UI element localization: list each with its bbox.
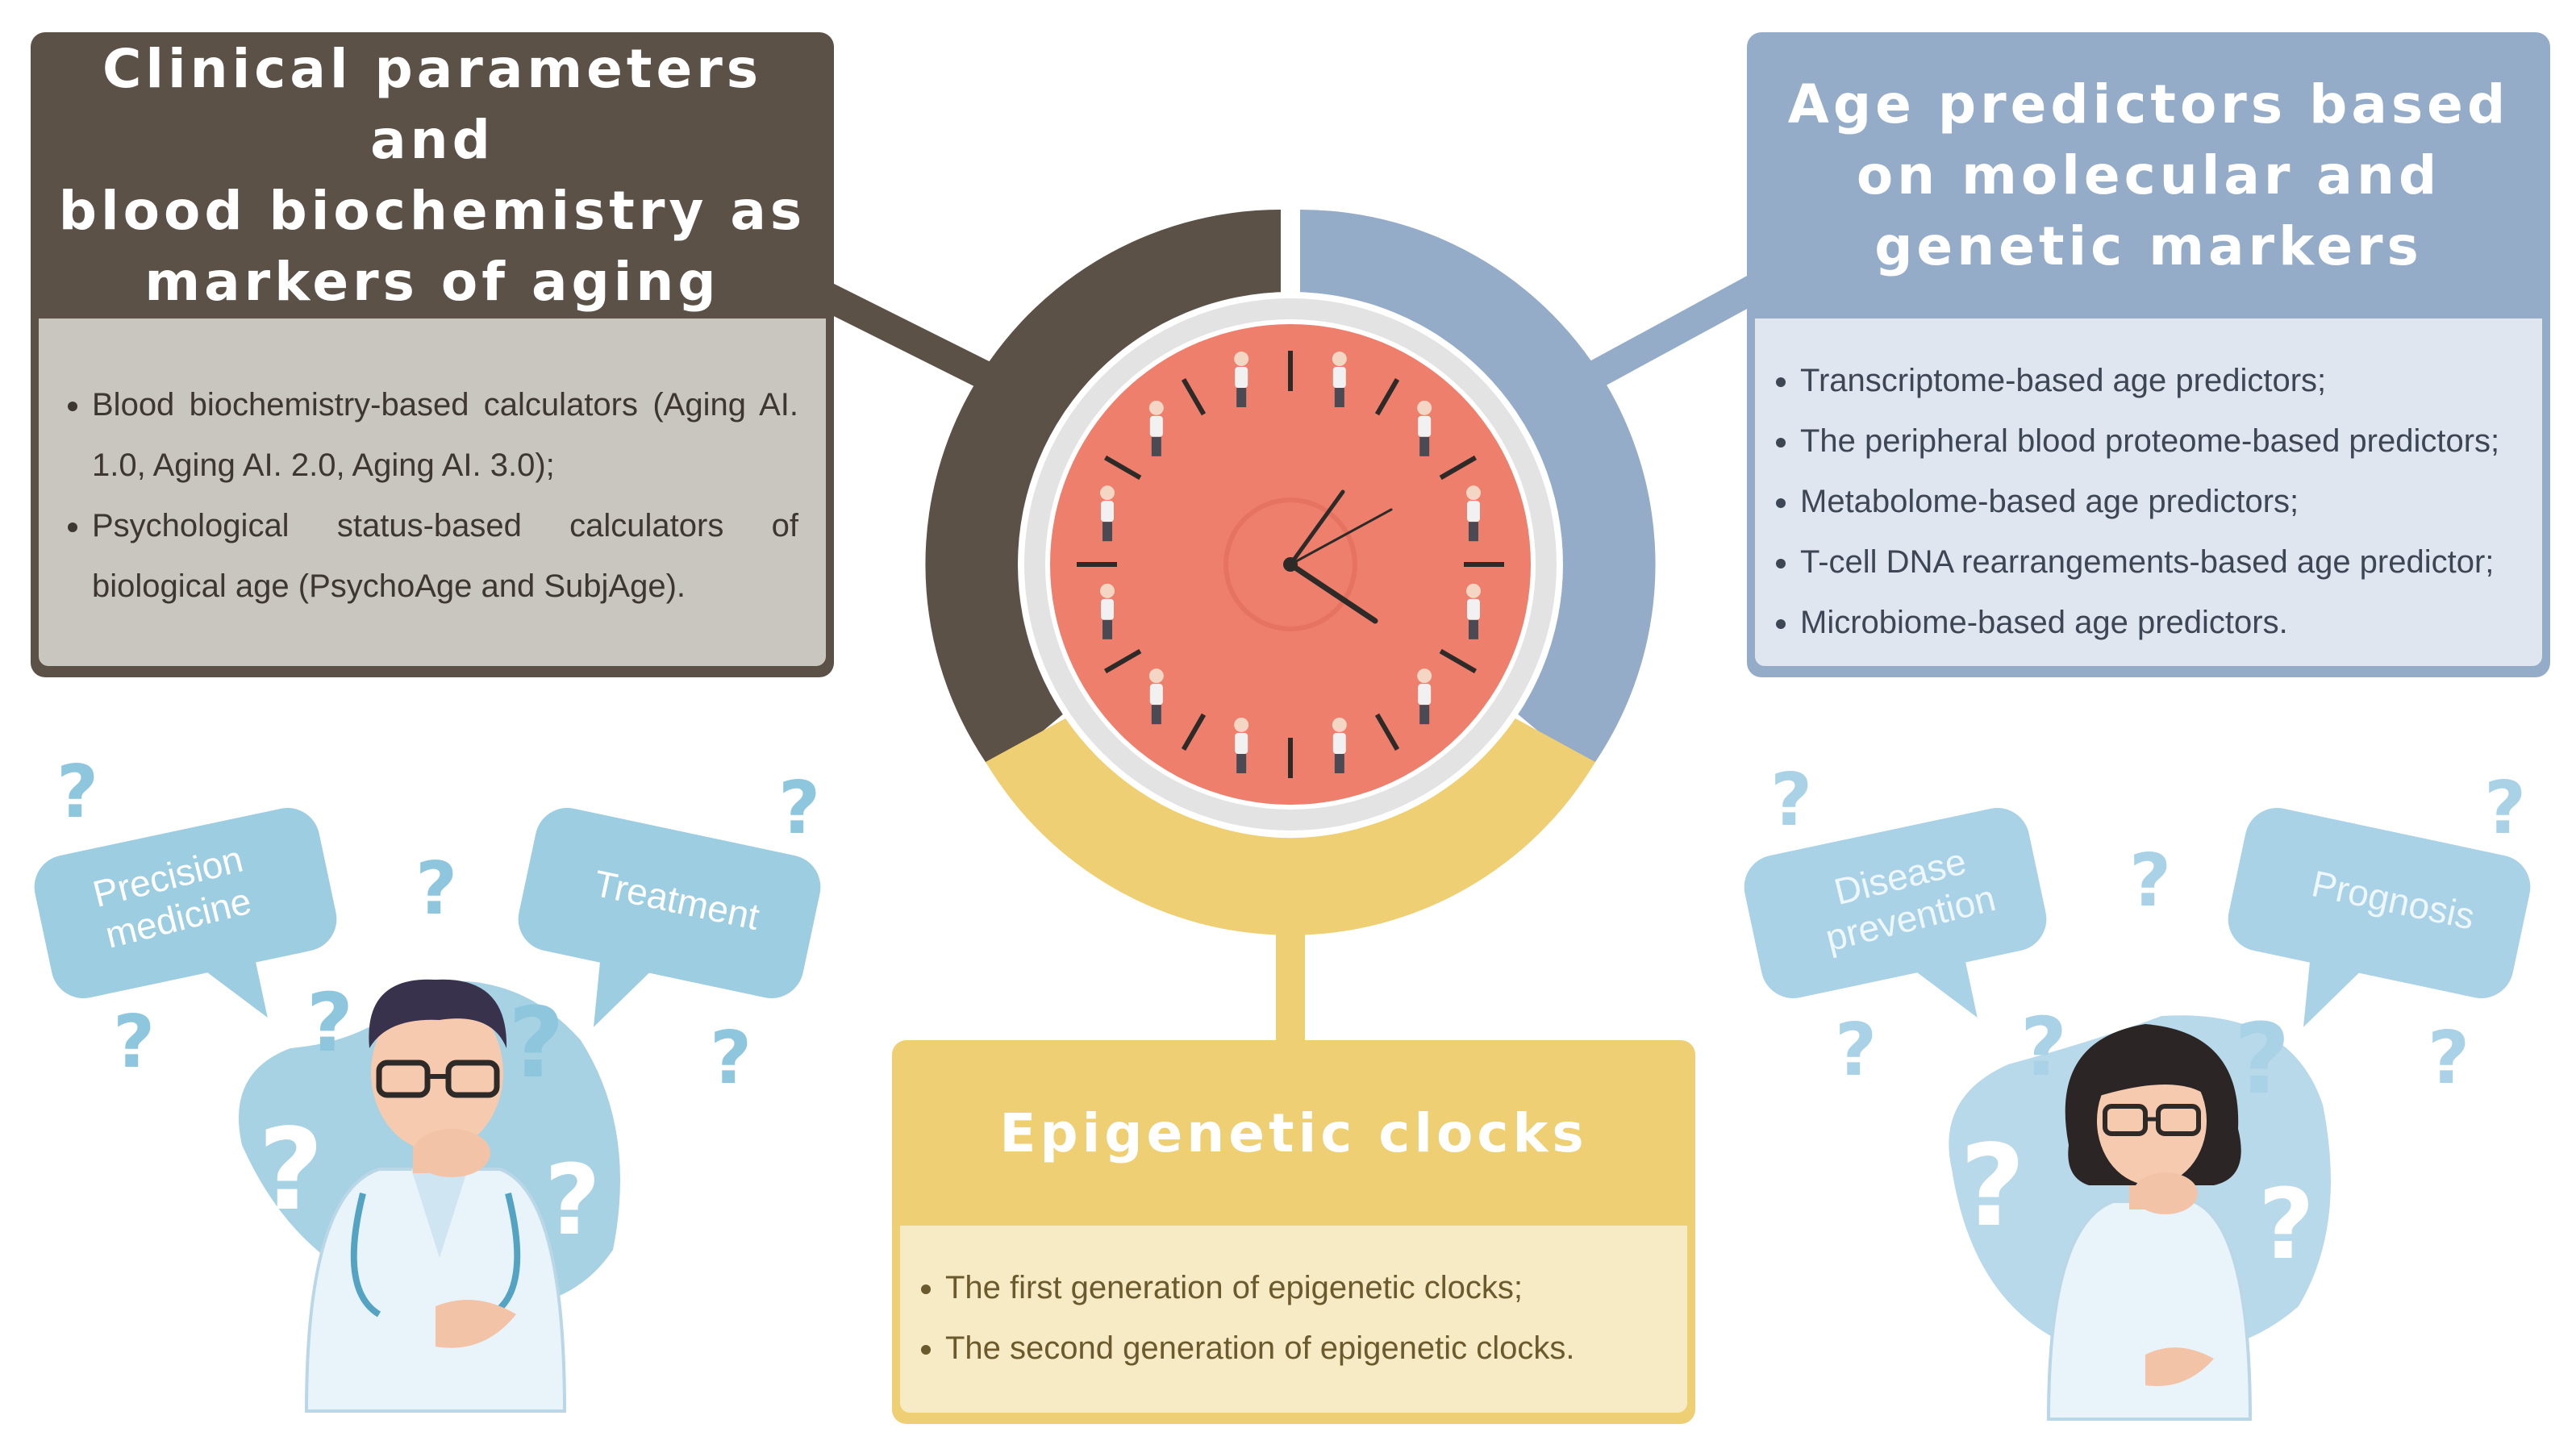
clinical-connector [799,273,999,393]
epigenetic-list-item: The first generation of epigenetic clock… [945,1258,1679,1318]
epigenetic-clocks-title: Epigenetic clocks [892,1040,1695,1226]
molecular-list-item: The peripheral blood proteome-based pred… [1800,411,2534,472]
question-mark-icon: ? [2129,839,2172,923]
ring-segment-yellow [986,714,1595,935]
question-mark-icon: ? [1770,758,1813,843]
clock-tick [1374,713,1400,751]
clinical-title-line3: markers of aging [144,250,720,313]
question-mark-icon: ? [2234,1004,2290,1116]
molecular-connector [1565,273,1765,400]
question-mark-icon: ? [2428,1016,2470,1101]
bubble-precision-medicine-shape [34,807,337,1018]
question-mark-icon: ? [415,847,458,931]
person-figure [1417,400,1432,456]
molecular-list-item: Transcriptome-based age predictors; [1800,351,2534,411]
molecular-list-item: Metabolome-based age predictors; [1800,472,2534,532]
person-figure [1100,583,1115,639]
question-mark-icon: ? [508,988,565,1100]
clinical-title-line1: Clinical parameters and [102,37,763,171]
question-mark-icon: ? [2020,1000,2068,1094]
epigenetic-title: Epigenetic clocks [999,1101,1588,1164]
clock-tick [1374,378,1400,416]
clinical-title-line2: blood biochemistry as [58,179,807,242]
person-figure [1332,717,1347,773]
clock-tick [1439,455,1477,481]
clinical-list-item: Blood biochemistry-based calculators (Ag… [92,375,798,496]
person-figure [1332,352,1347,408]
clock-ticks [1077,351,1504,778]
epigenetic-clocks-list: The first generation of epigenetic clock… [900,1226,1687,1413]
molecular-list-item: T-cell DNA rearrangements-based age pred… [1800,532,2534,593]
question-mark-icon: ? [544,1145,601,1257]
person-figure [1100,485,1115,542]
question-mark-icon: ? [258,1105,324,1236]
ring-segment-blue [1300,209,1656,772]
bubble-disease-prevention-shape [1744,807,2047,1018]
molecular-title-line2: on molecular and [1856,144,2441,206]
question-mark-icon: ? [2258,1169,2315,1281]
epigenetic-clocks-box: Epigenetic clocks The first generation o… [892,1040,1695,1424]
thinking-female-doctor-icon [1949,1015,2331,1421]
person-figure [1234,352,1249,408]
aging-people-figures [1100,352,1481,773]
question-mark-icon: ? [1960,1121,2026,1252]
clock-tick [1181,713,1207,751]
question-mark-icon: ? [1835,1008,1878,1093]
clock-tick [1104,455,1142,481]
question-mark-icon: ? [710,1016,752,1101]
clock-tick [1104,648,1142,674]
molecular-markers-box: Age predictors based on molecular and ge… [1747,32,2550,677]
epigenetic-list-item: The second generation of epigenetic cloc… [945,1318,1679,1379]
person-figure [1465,485,1481,542]
person-figure [1234,717,1249,773]
bubble-treatment-shape [518,807,821,1027]
molecular-list-item: Microbiome-based age predictors. [1800,593,2534,653]
question-mark-icon: ? [56,750,99,835]
molecular-title-line1: Age predictors based [1787,73,2510,135]
thinking-male-doctor-icon [239,979,620,1413]
person-figure [1465,583,1481,639]
clinical-list-item: Psychological status-based calculators o… [92,496,798,617]
clock-with-aging-people-icon [1018,292,1563,837]
ring-segment-brown [925,209,1281,772]
molecular-markers-list: Transcriptome-based age predictors; The … [1755,318,2542,666]
person-figure [1148,668,1164,725]
person-figure [1148,400,1164,456]
molecular-title-line3: genetic markers [1874,214,2423,277]
question-mark-icon: ? [306,976,354,1070]
molecular-markers-title: Age predictors based on molecular and ge… [1747,32,2550,318]
question-mark-icon: ? [113,1000,156,1085]
clock-tick [1439,648,1477,674]
question-mark-icon: ? [2484,766,2527,851]
clinical-markers-box: Clinical parameters and blood biochemist… [31,32,834,677]
person-figure [1417,668,1432,725]
bubble-prognosis-shape [2228,807,2531,1027]
clock-tick [1181,378,1207,416]
clinical-markers-title: Clinical parameters and blood biochemist… [31,32,834,318]
clinical-markers-list: Blood biochemistry-based calculators (Ag… [39,318,826,666]
question-mark-icon: ? [778,766,821,851]
